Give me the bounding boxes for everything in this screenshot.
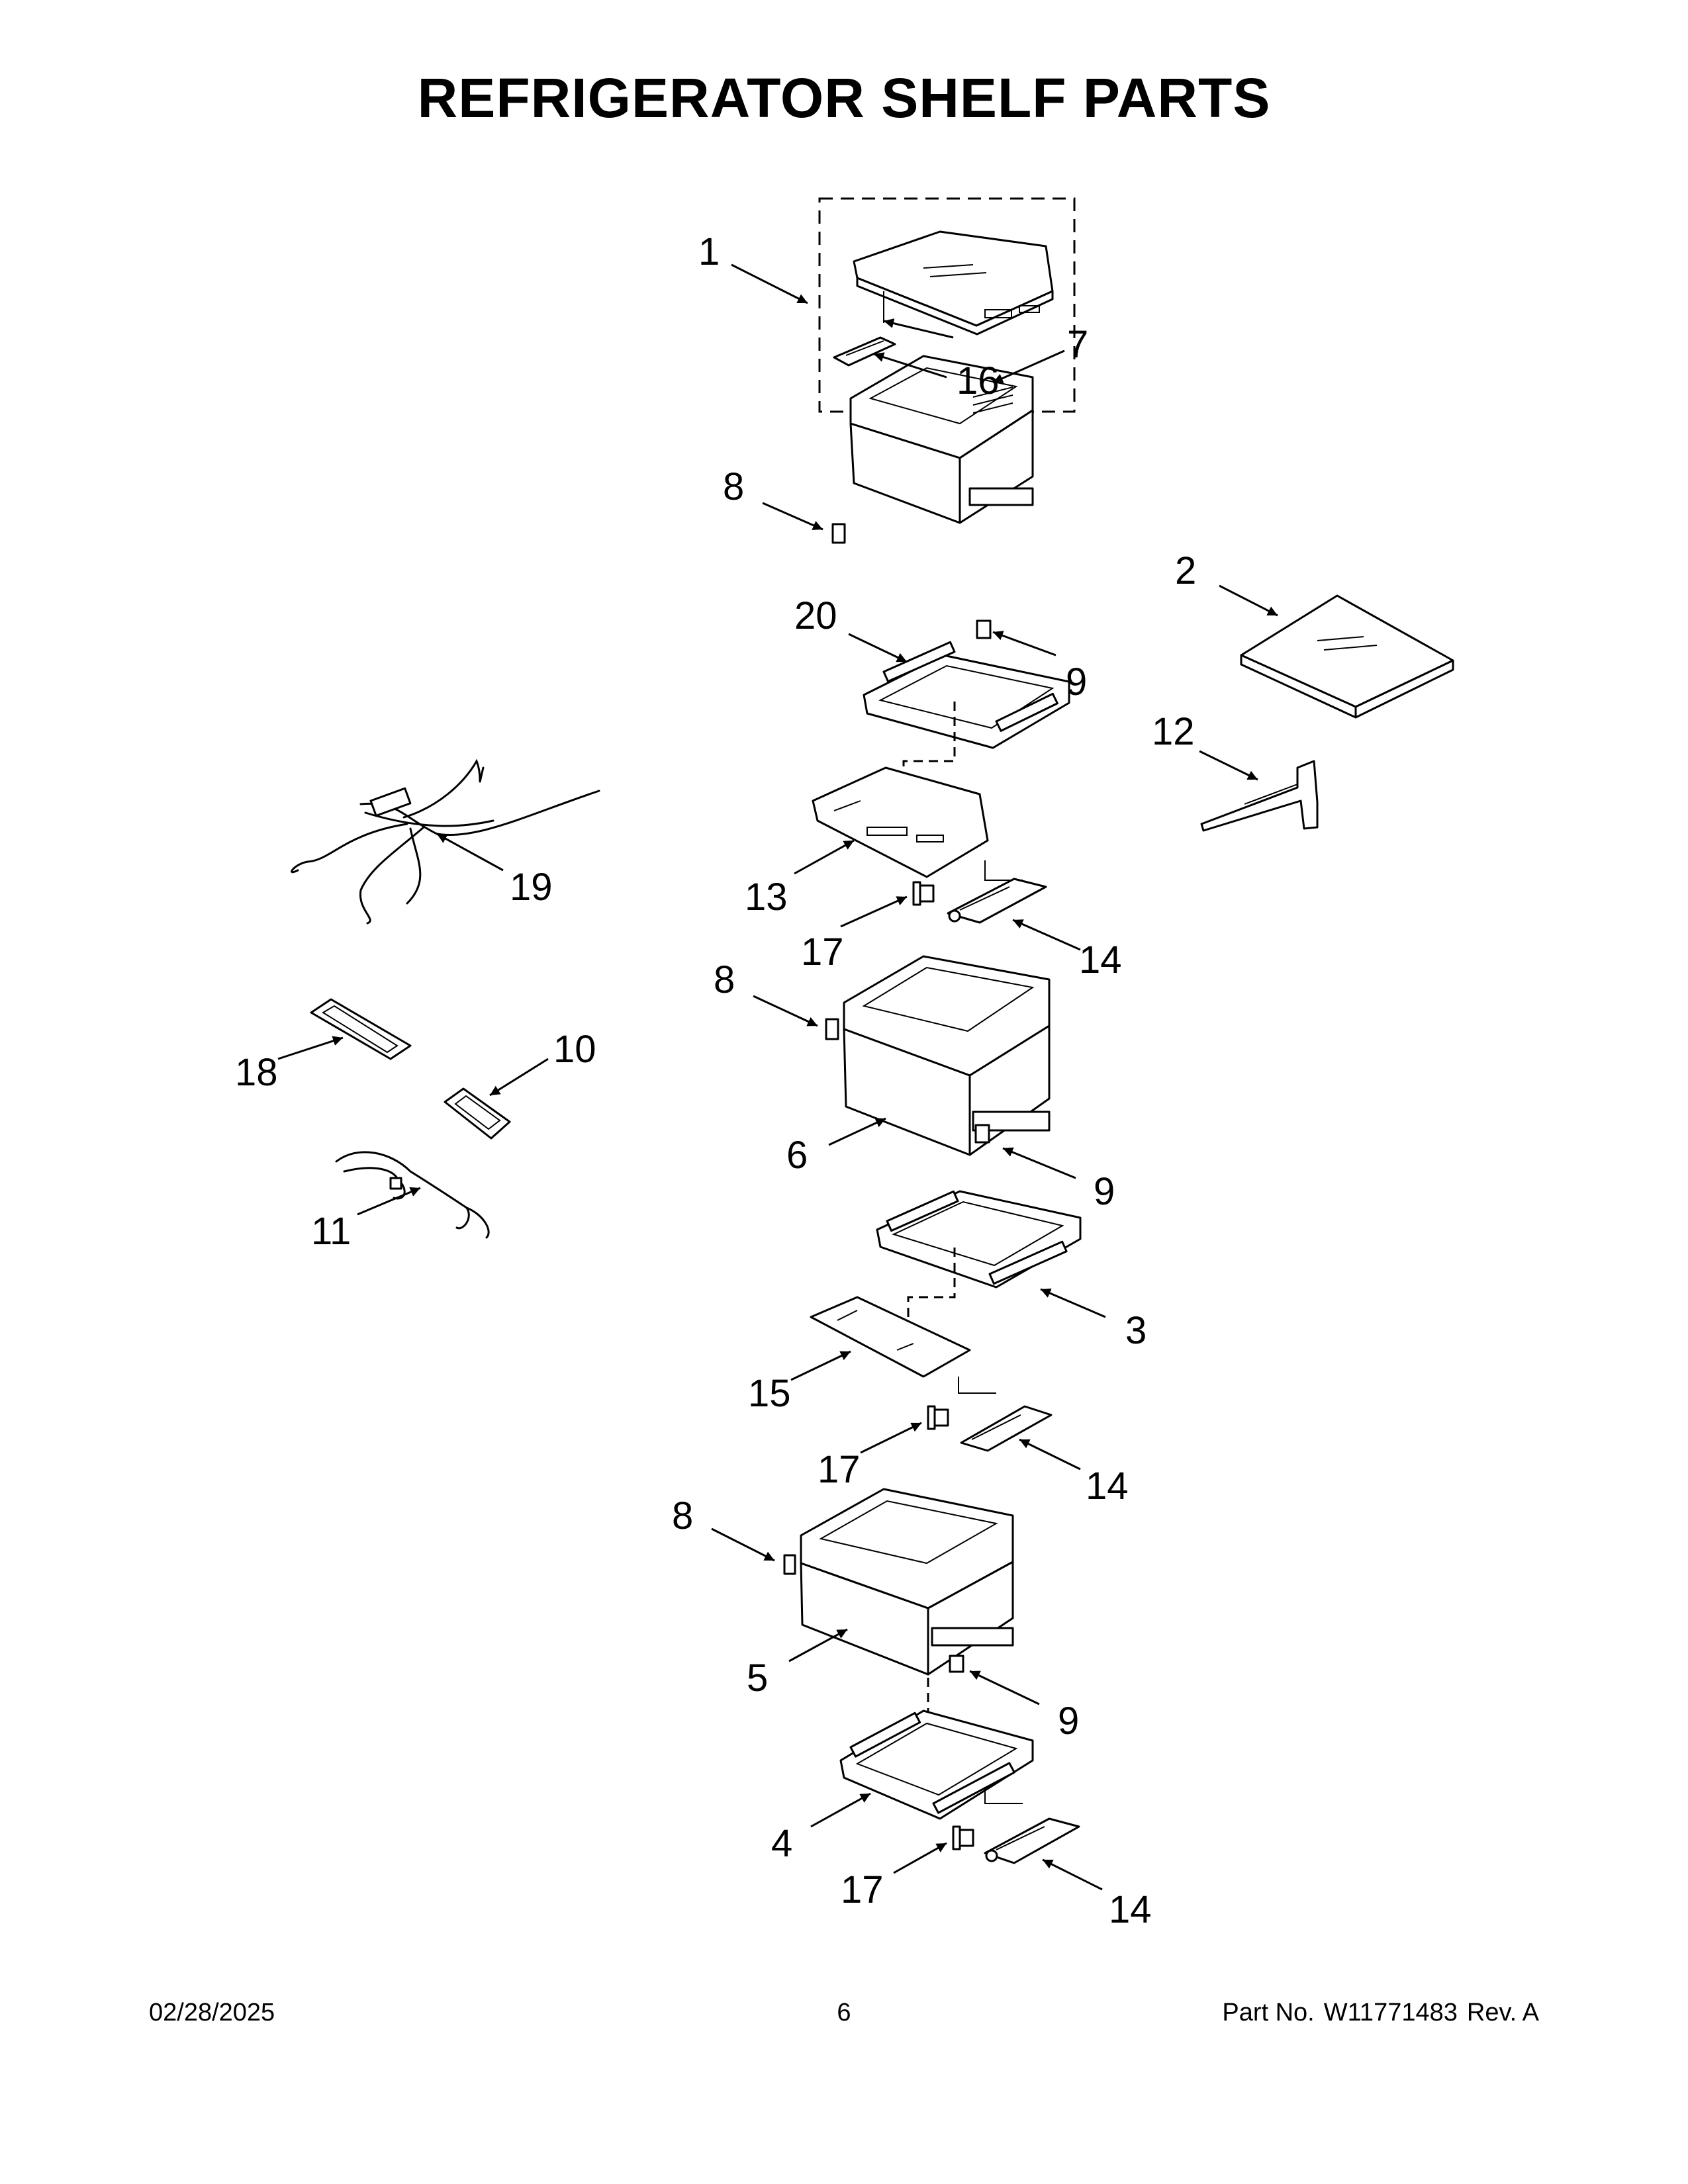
callout-9: 9 — [1094, 1170, 1115, 1213]
callout-7: 7 — [1067, 323, 1088, 366]
callout-14: 14 — [1079, 938, 1122, 981]
drawer-frame-4 — [839, 1709, 1034, 1820]
footer-part-number: W11771483 — [1323, 1999, 1458, 2026]
footer-revision: Rev. A — [1466, 1999, 1539, 2026]
callout-16: 16 — [957, 359, 1000, 402]
assembly-line-4-14c — [984, 1787, 1023, 1804]
slide-14c — [984, 1817, 1080, 1864]
callout-8: 8 — [714, 958, 735, 1001]
callout-20: 20 — [794, 594, 837, 637]
callout-17: 17 — [818, 1448, 861, 1491]
drawer-7 — [849, 355, 1034, 524]
callout-9: 9 — [1066, 660, 1087, 704]
wire-harness-11 — [335, 1151, 490, 1239]
callout-14: 14 — [1109, 1888, 1152, 1931]
assembly-line-15-14b — [958, 1377, 996, 1394]
callout-10: 10 — [553, 1028, 596, 1071]
callout-12: 12 — [1152, 710, 1195, 753]
glass-shelf-2 — [1240, 594, 1454, 719]
callout-6: 6 — [786, 1134, 808, 1177]
callout-5: 5 — [747, 1657, 768, 1700]
drawer-frame-3 — [876, 1190, 1082, 1289]
footer-part-info: Part No. W11771483 Rev. A — [1222, 1999, 1539, 2027]
clip-8a — [831, 523, 846, 544]
callout-17: 17 — [801, 931, 844, 974]
light-cover-10 — [444, 1087, 511, 1140]
slide-14a — [947, 878, 1047, 924]
screw-17b — [927, 1405, 949, 1430]
assembly-line-13-14a — [984, 860, 1023, 881]
callout-9: 9 — [1058, 1700, 1079, 1743]
callout-1: 1 — [698, 230, 720, 273]
callout-15: 15 — [748, 1372, 791, 1415]
page-title: REFRIGERATOR SHELF PARTS — [417, 67, 1271, 129]
light-housing-18 — [310, 998, 412, 1060]
drawer-5 — [800, 1488, 1014, 1676]
clip-9c — [949, 1655, 964, 1673]
clip-9b — [974, 1124, 990, 1144]
callout-18: 18 — [235, 1051, 278, 1094]
glass-shelf-1 — [853, 230, 1054, 336]
assembly-line-20-13 — [902, 702, 956, 811]
callout-2: 2 — [1175, 549, 1196, 592]
cover-plate-13 — [812, 766, 989, 878]
callout-8: 8 — [723, 465, 744, 508]
callout-11: 11 — [311, 1210, 351, 1253]
callout-14: 14 — [1086, 1465, 1129, 1508]
clip-8b — [825, 1018, 839, 1040]
callout-13: 13 — [745, 876, 788, 919]
clip-9a — [976, 619, 992, 639]
drawer-6 — [843, 955, 1051, 1156]
cover-plate-15 — [810, 1296, 971, 1378]
screw-17a — [912, 881, 935, 906]
footer-page-number: 6 — [837, 1999, 851, 2026]
shelf-bracket-12 — [1200, 760, 1319, 832]
callout-3: 3 — [1125, 1309, 1147, 1352]
callout-4: 4 — [771, 1822, 792, 1865]
shelf-trim-16 — [833, 336, 896, 367]
clip-8c — [783, 1554, 796, 1575]
wire-harness-19 — [291, 758, 600, 925]
callout-8: 8 — [672, 1494, 693, 1537]
drawer-frame-20 — [863, 641, 1070, 749]
screw-17c — [952, 1825, 974, 1850]
slide-14b — [960, 1405, 1053, 1452]
callout-17: 17 — [841, 1868, 884, 1911]
footer-date: 02/28/2025 — [149, 1999, 275, 2026]
callout-19: 19 — [510, 866, 553, 909]
leader-arrows — [277, 263, 1278, 1891]
callout-labels: 1 16 7 8 2 20 9 12 19 13 17 14 8 18 10 6… — [235, 230, 1196, 1931]
footer-part-label: Part No. — [1222, 1999, 1315, 2026]
